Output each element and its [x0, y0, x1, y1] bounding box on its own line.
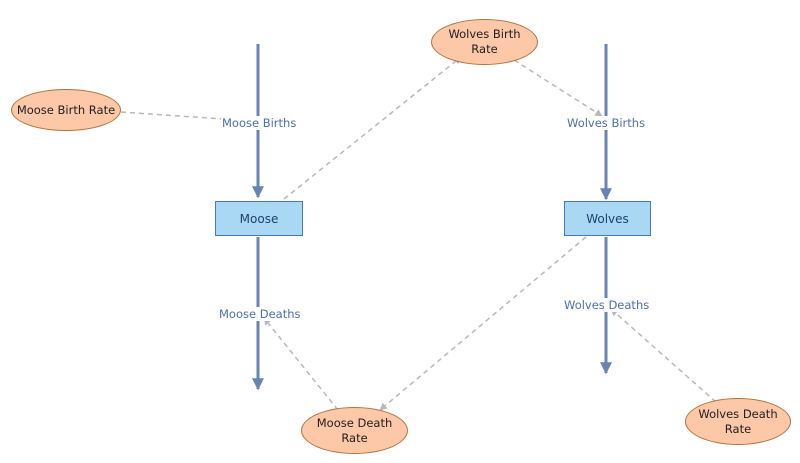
wolves-death-rate-parameter[interactable]: Wolves Death Rate [685, 398, 791, 445]
wolves-stock-label: Wolves [586, 211, 629, 226]
wolves-births-flow-label[interactable]: Wolves Births [566, 116, 647, 130]
wolves-death-rate-label: Wolves Death Rate [698, 407, 777, 437]
wolves-birth-rate-label-line2: Rate [471, 42, 498, 56]
moose-birth-rate-label: Moose Birth Rate [16, 102, 116, 117]
link-wolves-to-moose-death-rate[interactable] [379, 236, 587, 411]
wolves-deaths-flow-label[interactable]: Wolves Deaths [563, 298, 651, 312]
link-wolves-birth-rate-to-wolves-births[interactable] [513, 59, 603, 117]
moose-death-rate-label-line1: Moose Death [316, 415, 393, 430]
moose-death-rate-parameter[interactable]: Moose Death Rate [301, 407, 408, 454]
moose-deaths-flow-label[interactable]: Moose Deaths [218, 307, 302, 321]
moose-stock-label: Moose [239, 211, 279, 226]
wolves-death-rate-label-line2: Rate [724, 421, 752, 436]
wolves-birth-rate-label-line1: Wolves Birth [448, 27, 521, 41]
moose-death-rate-label: Moose Death Rate [317, 416, 393, 446]
link-moose-death-rate-to-moose-deaths[interactable] [263, 317, 339, 411]
moose-stock[interactable]: Moose [215, 201, 303, 236]
wolves-birth-rate-label: Wolves Birth Rate [448, 27, 520, 57]
moose-birth-rate-parameter[interactable]: Moose Birth Rate [11, 89, 121, 131]
wolves-stock[interactable]: Wolves [564, 201, 651, 236]
moose-death-rate-label-line2: Rate [341, 430, 368, 445]
wolves-birth-rate-parameter[interactable]: Wolves Birth Rate [431, 19, 538, 65]
wolves-death-rate-label-line1: Wolves Death [698, 406, 778, 421]
link-wolves-death-rate-to-wolves-deaths[interactable] [610, 308, 717, 403]
link-moose-to-wolves-birth-rate[interactable] [283, 56, 462, 200]
moose-births-flow-label[interactable]: Moose Births [221, 116, 298, 130]
